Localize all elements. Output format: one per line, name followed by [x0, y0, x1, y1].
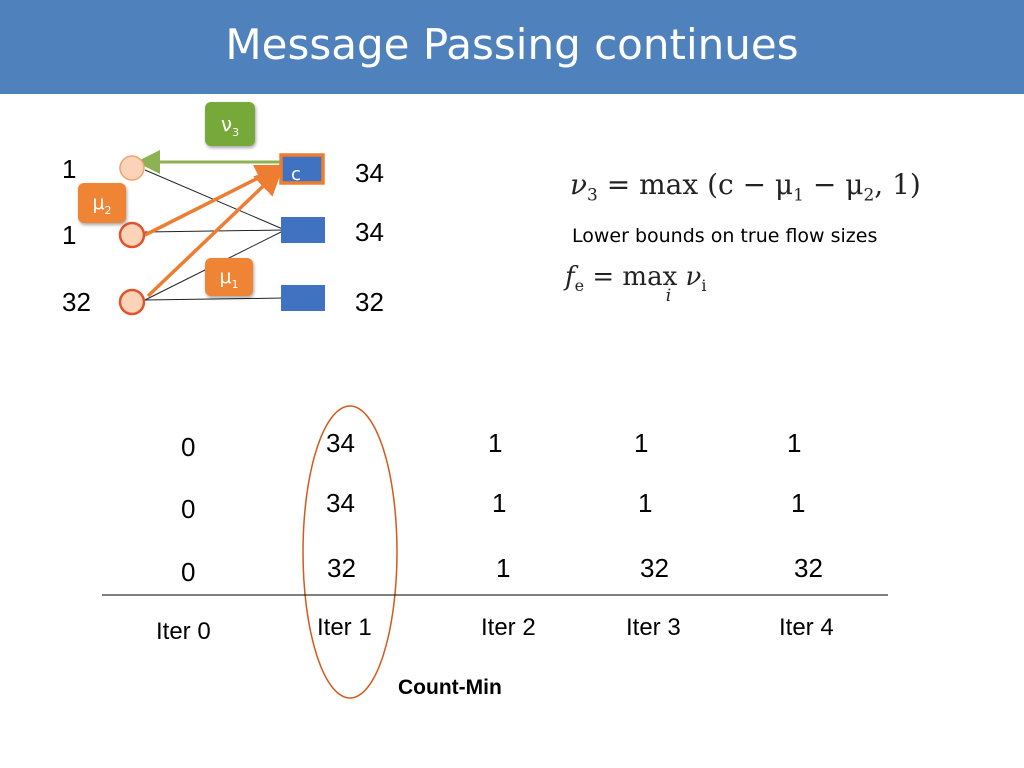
cell-r1-iter4: 1 — [787, 428, 802, 458]
cell-r3-iter3: 32 — [640, 553, 669, 583]
cell-r1-iter1: 34 — [326, 428, 355, 458]
iter-3-label: Iter 3 — [626, 614, 681, 641]
iter1-highlight-ellipse — [302, 405, 398, 699]
flow-value-2: 1 — [62, 220, 77, 250]
cell-r1-iter2: 1 — [488, 428, 503, 458]
nu3-formula: ν3 = max (c − μ1 − μ2, 1) — [570, 168, 921, 206]
flow-node-1 — [119, 155, 145, 181]
cell-r2-iter1: 34 — [326, 488, 355, 518]
counter-node-3 — [281, 285, 325, 311]
cell-r3-iter2: 1 — [496, 553, 511, 583]
iter-1-label: Iter 1 — [317, 614, 372, 641]
mu2-badge: μ2 — [78, 183, 126, 223]
title-bar — [0, 0, 1024, 94]
cell-r2-iter4: 1 — [791, 488, 806, 518]
cell-r1-iter0: 0 — [181, 432, 196, 462]
counter-node-1 — [279, 153, 325, 185]
iter-2-label: Iter 2 — [481, 614, 536, 641]
mu1-badge: μ1 — [205, 258, 253, 296]
flow-value-1: 1 — [62, 154, 77, 184]
cell-r1-iter3: 1 — [634, 428, 649, 458]
mu1-arrow — [146, 167, 284, 298]
cell-r2-iter0: 0 — [181, 494, 196, 524]
cell-r3-iter1: 32 — [327, 553, 356, 583]
counter-value-2: 34 — [355, 217, 384, 247]
count-min-caption: Count-Min — [398, 676, 502, 699]
lower-bounds-note: Lower bounds on true flow sizes — [572, 225, 878, 247]
counter-value-3: 32 — [355, 287, 384, 317]
cell-r2-iter2: 1 — [492, 488, 507, 518]
edge-flow3-counter3 — [144, 297, 286, 301]
slide-title: Message Passing continues — [225, 20, 799, 69]
flow-node-3 — [118, 288, 146, 316]
counter-node-2 — [281, 217, 325, 243]
counter-value-1: 34 — [355, 158, 384, 188]
flow-node-2 — [118, 221, 146, 249]
cell-r2-iter3: 1 — [638, 488, 653, 518]
nu3-badge: ν3 — [205, 102, 255, 146]
flow-value-3: 32 — [62, 287, 91, 317]
cell-r3-iter0: 0 — [181, 557, 196, 587]
iter-0-label: Iter 0 — [156, 618, 211, 645]
cell-r3-iter4: 32 — [794, 553, 823, 583]
counter-letter: c — [291, 164, 301, 185]
iter-4-label: Iter 4 — [779, 614, 834, 641]
